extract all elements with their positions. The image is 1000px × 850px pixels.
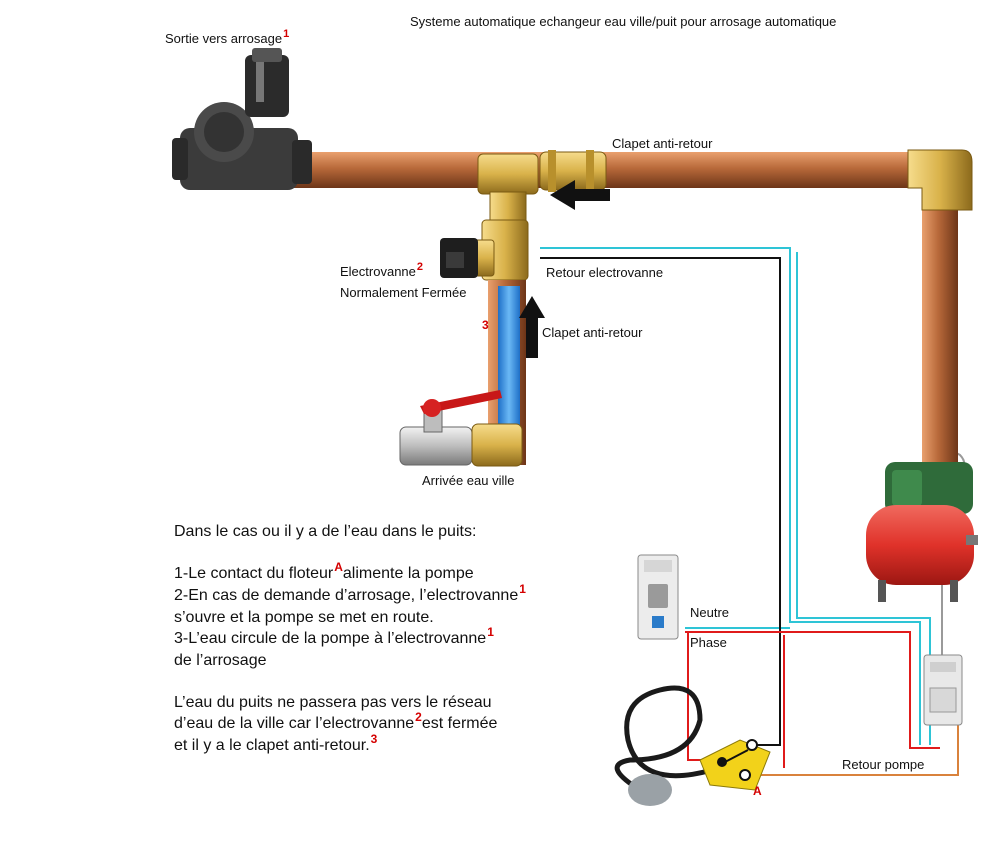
flow-arrow-left (550, 180, 610, 210)
label-retour-pompe: Retour pompe (842, 757, 925, 772)
explain-ref-2: 2 (415, 710, 422, 724)
explain-ref-A: A (334, 560, 343, 574)
brass-tee (477, 153, 539, 195)
circuit-breaker (637, 554, 679, 640)
explain-line1: 1-Le contact du floteurAalimente la pomp… (174, 560, 526, 585)
explain-ref-1b: 1 (487, 625, 494, 639)
ref-3: 3 (482, 318, 489, 332)
solenoid-return-wire (540, 257, 781, 746)
copper-pipe-top (290, 152, 940, 188)
label-sortie-arrosage: Sortie vers arrosage1 (165, 28, 290, 48)
copper-pipe-right (922, 190, 958, 472)
label-phase: Phase (690, 635, 727, 650)
pump-assembly (866, 462, 978, 602)
explain-line7b: est fermée (421, 715, 498, 732)
explain-ref-3: 3 (370, 732, 378, 746)
float-body (699, 739, 771, 791)
ref-2: 2 (416, 261, 424, 273)
float-cable (614, 685, 713, 793)
label-normalement-fermee: Normalement Fermée (340, 285, 467, 300)
explain-line6: L’eau du puits ne passera pas vers le ré… (174, 694, 492, 711)
float-switch (614, 685, 771, 806)
copper-piping (290, 149, 973, 472)
float-weight (628, 774, 672, 806)
label-arrivee-eau-ville: Arrivée eau ville (422, 473, 515, 488)
explain-heading: Dans le cas ou il y a de l’eau dans le p… (174, 523, 477, 540)
flow-arrow-up (519, 296, 545, 358)
ref-A: A (753, 784, 762, 798)
label-electrovanne: Electrovanne2 (340, 261, 424, 281)
explain-line3: s’ouvre et la pompe se met en route. (174, 609, 434, 626)
explain-line4: 3-L’eau circule de la pompe à l’electrov… (174, 625, 526, 650)
pump-return-wire (752, 722, 959, 776)
label-sortie-text: Sortie vers arrosage (165, 31, 283, 46)
phase-wire (685, 631, 940, 749)
label-retour-electrovanne: Retour electrovanne (546, 265, 664, 280)
explain-line7a: d’eau de la ville car l’electrovanne (174, 715, 415, 732)
explain-line1a: 1-Le contact du floteur (174, 565, 334, 582)
pump-contactor (923, 654, 963, 726)
wiring (540, 247, 966, 776)
explain-line2: 2-En cas de demande d’arrosage, l’electr… (174, 582, 526, 607)
label-clapet-mid: Clapet anti-retour (542, 325, 643, 340)
pressure-tank (866, 505, 974, 585)
explain-line8: et il y a le clapet anti-retour.3 (174, 732, 526, 757)
diagram-title: Systeme automatique echangeur eau ville/… (410, 14, 837, 29)
ref-1: 1 (283, 28, 290, 40)
irrigation-valve (172, 48, 312, 190)
explanation-text: Dans le cas ou il y a de l’eau dans le p… (174, 521, 526, 757)
explain-line4-text: 3-L’eau circule de la pompe à l’electrov… (174, 630, 487, 647)
solenoid-valve-2 (440, 219, 529, 281)
explain-line7: d’eau de la ville car l’electrovanne2est… (174, 710, 526, 735)
city-ball-valve (399, 390, 523, 467)
label-clapet-top: Clapet anti-retour (612, 136, 713, 151)
city-water-fill (498, 286, 520, 458)
explain-line1b: alimente la pompe (342, 565, 474, 582)
neutral-wire (540, 247, 921, 745)
label-neutre: Neutre (690, 605, 730, 620)
explain-line5: de l’arrosage (174, 652, 267, 669)
explain-line2-text: 2-En cas de demande d’arrosage, l’electr… (174, 587, 519, 604)
top-tee-and-check-valve (477, 150, 610, 223)
explain-ref-1a: 1 (519, 582, 526, 596)
label-ev-line1: Electrovanne (340, 264, 416, 279)
explain-line8-text: et il y a le clapet anti-retour. (174, 737, 370, 754)
brass-elbow (907, 149, 973, 211)
